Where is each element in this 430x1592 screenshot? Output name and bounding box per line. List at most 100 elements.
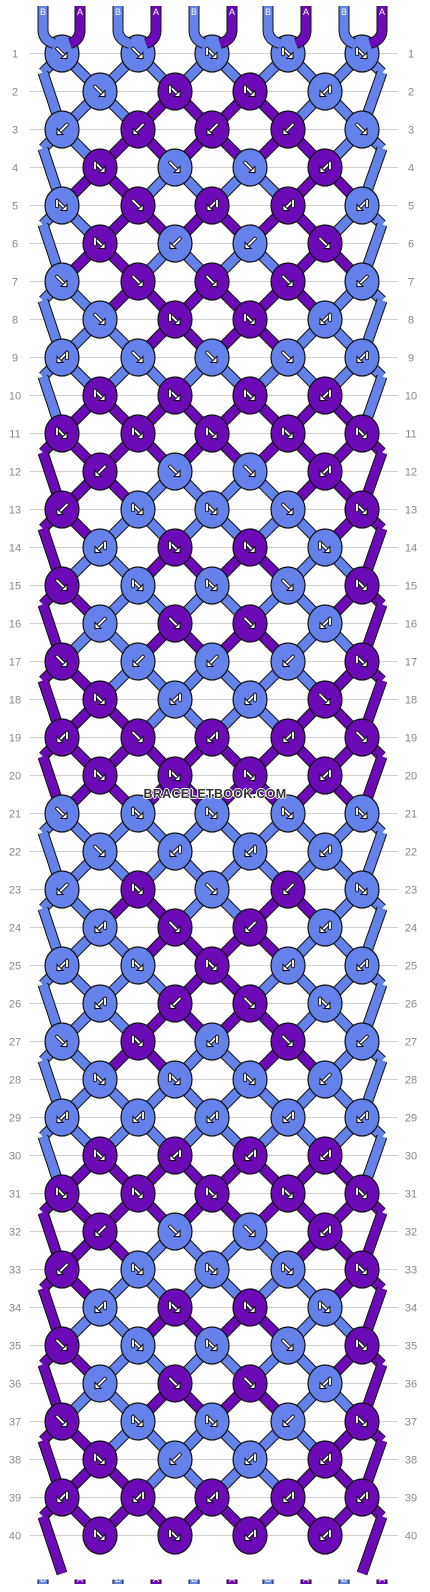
row-number-left: 8 — [12, 315, 18, 327]
knot — [194, 1022, 230, 1061]
arrow-down-right-icon — [168, 1528, 181, 1542]
row-number-left: 38 — [9, 1455, 21, 1467]
knot — [82, 984, 118, 1023]
knot — [82, 1136, 118, 1175]
knot — [307, 984, 343, 1023]
row-number-right: 14 — [405, 543, 417, 555]
arrow-down-right-icon — [55, 1186, 68, 1200]
arrow-down-left-icon — [169, 1148, 182, 1162]
arrow-down-right-icon — [131, 882, 144, 896]
arrow-down-left-icon — [282, 122, 295, 136]
knot — [232, 984, 268, 1023]
arrow-down-right-icon — [93, 84, 106, 98]
knot — [232, 1440, 268, 1479]
arrow-down-left-icon — [319, 844, 332, 858]
knot — [307, 1288, 343, 1327]
arrow-down-right-icon — [93, 1072, 106, 1086]
knot — [44, 262, 80, 301]
arrow-down-left-icon — [356, 274, 369, 288]
knot — [82, 1060, 118, 1099]
arrow-down-right-icon — [55, 274, 68, 288]
arrow-down-right-icon — [131, 46, 144, 60]
arrow-down-right-icon — [93, 692, 106, 706]
row-number-left: 11 — [9, 429, 20, 441]
string-label-top: A — [153, 7, 159, 17]
thread-end-top — [218, 6, 238, 49]
knot — [44, 1326, 80, 1365]
arrow-down-right-icon — [131, 578, 144, 592]
knot — [344, 490, 380, 529]
knot — [120, 1022, 156, 1061]
knot — [307, 1136, 343, 1175]
knot — [120, 1174, 156, 1213]
arrow-down-left-icon — [56, 1262, 69, 1276]
thread-end-top — [262, 6, 282, 49]
knot — [194, 718, 230, 757]
arrow-down-right-icon — [93, 388, 106, 402]
arrow-down-left-icon — [132, 122, 145, 136]
arrow-down-left-icon — [94, 920, 107, 934]
arrow-down-left-icon — [319, 1148, 332, 1162]
knot — [307, 1364, 343, 1403]
knot — [344, 1174, 380, 1213]
knot — [344, 110, 380, 149]
arrow-down-left-icon — [56, 730, 69, 744]
knot — [232, 1288, 268, 1327]
arrow-down-left-icon — [169, 236, 182, 250]
knot — [270, 1326, 306, 1365]
knot — [120, 490, 156, 529]
knot — [194, 1250, 230, 1289]
arrow-down-right-icon — [55, 46, 68, 60]
knot — [44, 946, 80, 985]
arrow-down-left-icon — [319, 616, 332, 630]
watermark: BRACELETBOOK.COM — [143, 787, 287, 801]
arrow-down-left-icon — [56, 1110, 69, 1124]
knot — [344, 1326, 380, 1365]
arrow-down-right-icon — [243, 84, 256, 98]
arrow-down-right-icon — [281, 578, 294, 592]
arrow-down-left-icon — [282, 1414, 295, 1428]
arrow-down-right-icon — [281, 1186, 294, 1200]
arrow-down-right-icon — [355, 730, 368, 744]
thread-end-top — [67, 6, 86, 49]
knot — [270, 1174, 306, 1213]
arrow-down-left-icon — [206, 654, 219, 668]
knot — [194, 1402, 230, 1441]
arrow-down-left-icon — [244, 1528, 257, 1542]
knot — [307, 1212, 343, 1251]
knot — [157, 756, 193, 795]
arrow-down-right-icon — [93, 844, 106, 858]
knot — [44, 566, 80, 605]
knot — [157, 1136, 193, 1175]
string-label-top: A — [229, 7, 235, 17]
arrow-down-right-icon — [355, 1262, 368, 1276]
knot — [232, 148, 268, 187]
arrow-down-right-icon — [318, 996, 331, 1010]
arrow-down-right-icon — [243, 312, 256, 326]
knot — [82, 376, 118, 415]
arrow-down-left-icon — [56, 350, 69, 364]
arrow-down-right-icon — [205, 350, 218, 364]
arrow-down-right-icon — [281, 46, 294, 60]
arrow-down-left-icon — [356, 1490, 369, 1504]
knot — [344, 414, 380, 453]
arrow-down-right-icon — [355, 1186, 368, 1200]
arrow-down-right-icon — [93, 1148, 106, 1162]
arrow-down-left-icon — [356, 198, 369, 212]
knot — [344, 718, 380, 757]
string-label-bottom: A — [229, 1574, 235, 1584]
row-number-right: 4 — [408, 163, 414, 175]
knot — [44, 642, 80, 681]
arrow-down-left-icon — [244, 692, 257, 706]
arrow-down-right-icon — [205, 1338, 218, 1352]
arrow-down-right-icon — [205, 46, 218, 60]
knot — [232, 1516, 268, 1555]
knot — [120, 642, 156, 681]
arrow-down-right-icon — [168, 388, 181, 402]
arrow-down-right-icon — [55, 1338, 68, 1352]
knot — [194, 642, 230, 681]
knot — [82, 528, 118, 567]
knot — [307, 72, 343, 111]
arrow-down-left-icon — [356, 1034, 369, 1048]
